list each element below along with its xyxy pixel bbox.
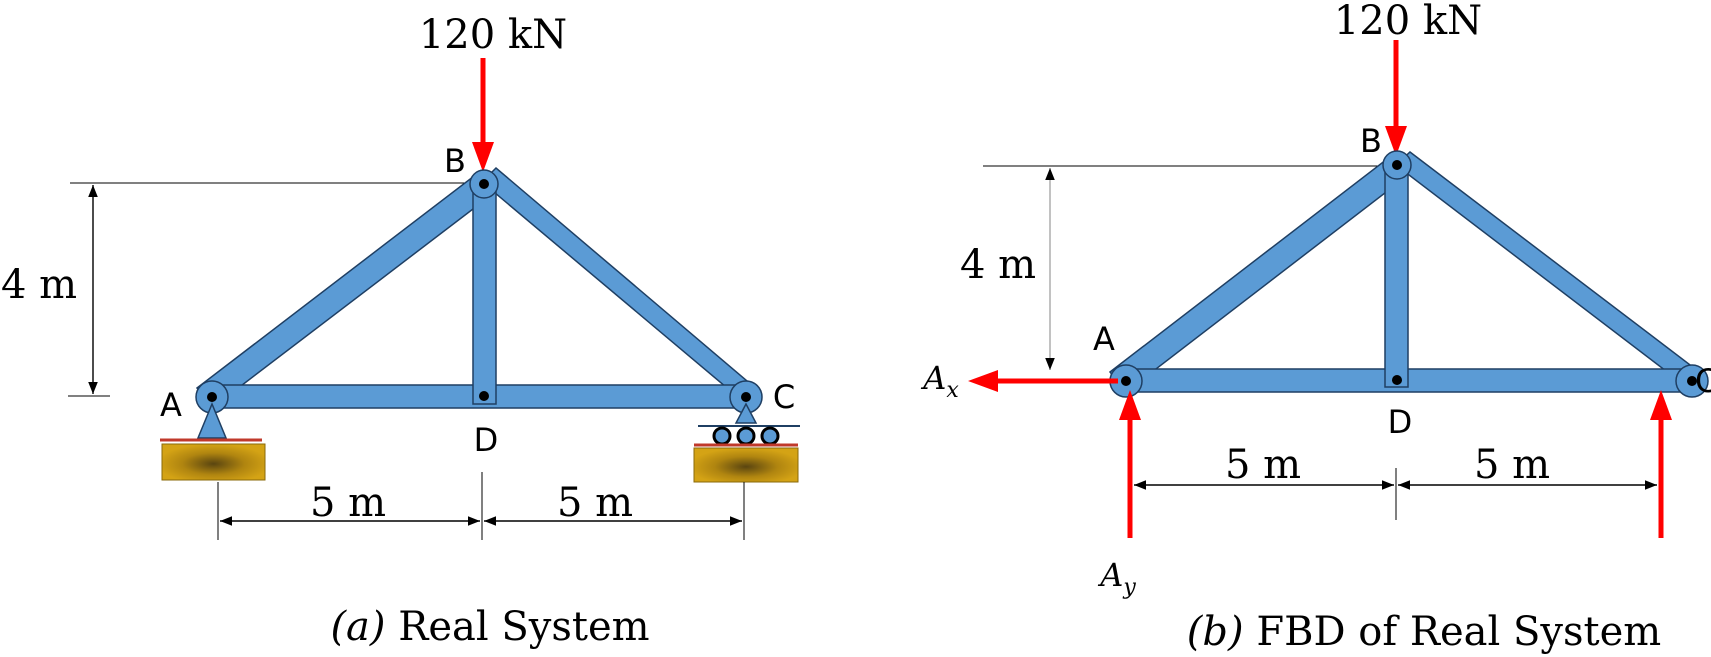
- reaction-ay-base: A: [1097, 556, 1123, 594]
- load-arrow-a: [472, 58, 494, 172]
- node-label-c-b: C: [1695, 362, 1711, 400]
- node-label-b-b: B: [1360, 122, 1382, 160]
- node-dot-d-b: [1392, 375, 1402, 385]
- span-left-label-b: 5 m: [1225, 442, 1301, 488]
- reaction-ax-arrow: [968, 370, 1118, 392]
- reaction-ay-sub: y: [1122, 575, 1136, 600]
- reaction-ay-label: Ay: [1097, 556, 1136, 600]
- reaction-cy-arrow: [1650, 390, 1672, 538]
- reaction-ax-label: Ax: [920, 359, 959, 403]
- node-dot-b-a: [479, 179, 489, 189]
- caption-a-text: Real System: [386, 604, 650, 650]
- truss-b: [1108, 150, 1709, 398]
- node-dot-b-b: [1392, 160, 1402, 170]
- node-label-d-b: D: [1388, 403, 1413, 441]
- node-label-b-a: B: [444, 142, 466, 180]
- height-label-a: 4 m: [1, 262, 77, 308]
- load-label-a: 120 kN: [419, 12, 567, 58]
- load-label-b: 120 kN: [1334, 0, 1482, 44]
- caption-b-symbol: (b): [1187, 609, 1244, 655]
- reaction-ay-arrow: [1119, 390, 1141, 538]
- span-right-label-a: 5 m: [557, 480, 633, 526]
- node-dot-c-a: [741, 392, 751, 402]
- truss-a: [195, 166, 763, 414]
- pin-support-a: [160, 402, 266, 481]
- span-dimension-b: [1134, 468, 1657, 520]
- node-label-a-b: A: [1093, 320, 1115, 358]
- caption-b: (b) FBD of Real System: [1187, 609, 1661, 655]
- node-dot-a-b: [1121, 376, 1131, 386]
- height-dimension-b: [983, 165, 1392, 370]
- caption-b-text: FBD of Real System: [1244, 609, 1662, 655]
- node-label-d-a: D: [474, 421, 499, 459]
- height-dimension-a: [68, 182, 480, 397]
- roller-support-c: [693, 402, 800, 483]
- reaction-ax-sub: x: [946, 378, 959, 403]
- load-arrow-b: [1385, 40, 1407, 156]
- node-dot-a-a: [207, 392, 217, 402]
- span-dimension-a: [217, 472, 745, 540]
- span-left-label-a: 5 m: [310, 480, 386, 526]
- node-label-a-a: A: [160, 386, 182, 424]
- reaction-ax-base: A: [920, 359, 946, 397]
- height-label-b: 4 m: [960, 242, 1036, 288]
- panel-b-fbd: 120 kN 4 m A B C D Ax: [920, 0, 1711, 655]
- span-right-label-b: 5 m: [1474, 442, 1550, 488]
- node-label-c-a: C: [773, 378, 795, 416]
- node-dot-d-a: [479, 391, 489, 401]
- caption-a-symbol: (a): [330, 604, 385, 650]
- node-dot-c-b: [1687, 376, 1697, 386]
- panel-a-real-system: 120 kN 4 m A B C D: [1, 12, 800, 650]
- caption-a: (a) Real System: [330, 604, 649, 650]
